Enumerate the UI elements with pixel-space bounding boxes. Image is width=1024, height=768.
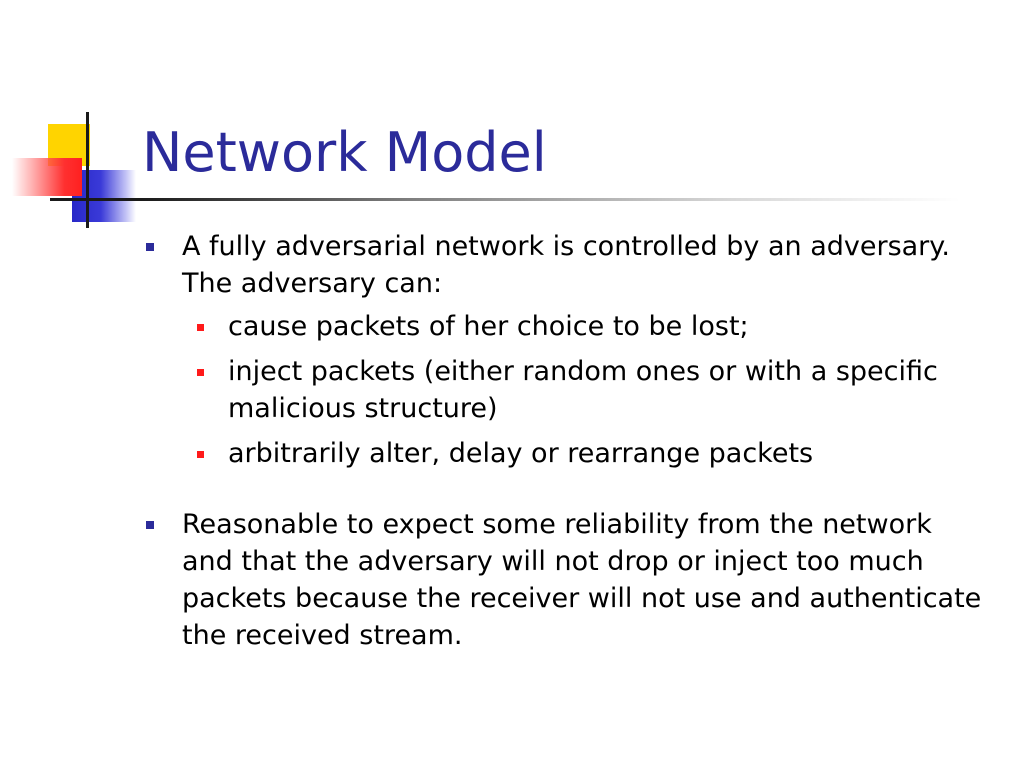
square-bullet-icon <box>197 324 204 331</box>
sub-bullet-list: cause packets of her choice to be lost; … <box>182 308 982 472</box>
sub-bullet-item: inject packets (either random ones or wi… <box>182 353 982 427</box>
bullet-item: A fully adversarial network is controlle… <box>142 228 982 472</box>
sub-bullet-text: arbitrarily alter, delay or rearrange pa… <box>228 438 814 469</box>
square-bullet-icon <box>146 243 154 251</box>
square-bullet-icon <box>197 369 204 376</box>
sub-bullet-item: arbitrarily alter, delay or rearrange pa… <box>182 435 982 472</box>
sub-bullet-item: cause packets of her choice to be lost; <box>182 308 982 345</box>
slide-body: A fully adversarial network is controlle… <box>142 228 982 654</box>
bullet-item: Reasonable to expect some reliability fr… <box>142 506 982 654</box>
decorative-vertical-line <box>86 112 89 228</box>
sub-bullet-text: inject packets (either random ones or wi… <box>228 356 938 424</box>
decorative-blue-square <box>72 170 136 222</box>
decorative-red-square <box>12 158 82 196</box>
square-bullet-icon <box>146 521 154 529</box>
sub-bullet-text: cause packets of her choice to be lost; <box>228 311 749 342</box>
bullet-text: Reasonable to expect some reliability fr… <box>182 509 982 651</box>
bullet-list: A fully adversarial network is controlle… <box>142 228 982 654</box>
slide-title: Network Model <box>142 121 547 184</box>
bullet-text: A fully adversarial network is controlle… <box>182 231 950 299</box>
title-underline <box>50 198 960 201</box>
square-bullet-icon <box>197 451 204 458</box>
